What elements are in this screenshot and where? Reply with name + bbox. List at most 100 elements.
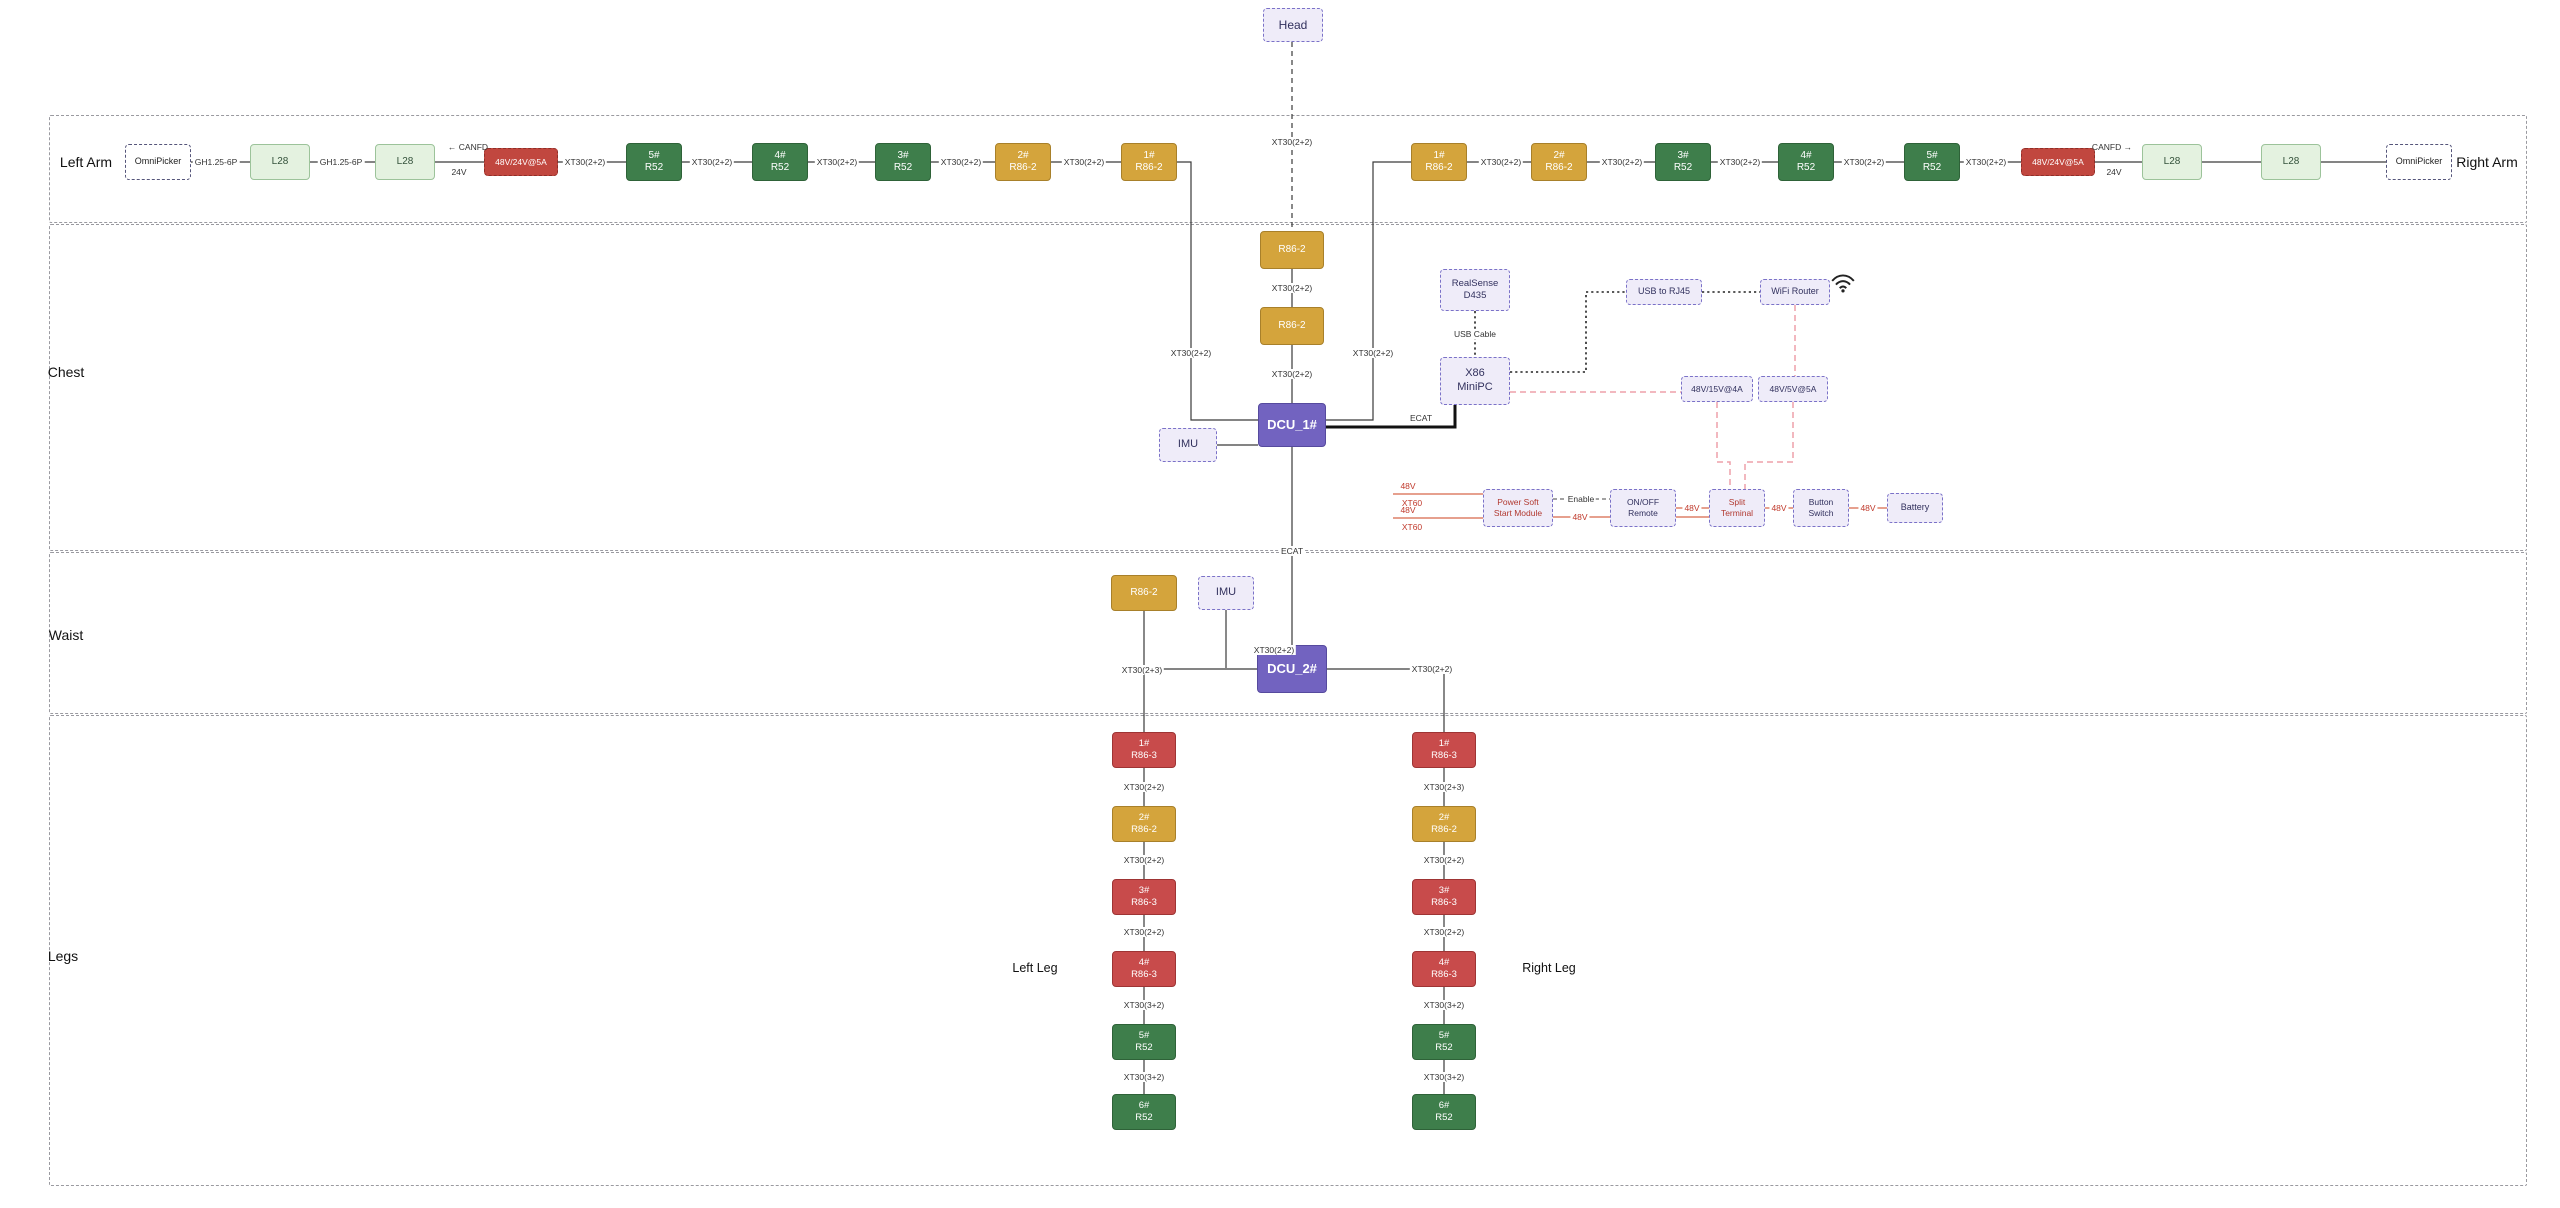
node-right-arm-motor-1: 1#R86-2 [1411,143,1467,181]
connector-label: XT30(2+2) [938,157,984,167]
node-dcdc-right-arm: 48V/24V@5A [2021,148,2095,176]
node-right-leg-motor-3-text: 3# [1438,885,1450,897]
node-right-leg-motor-3-text: R86-3 [1431,897,1457,908]
wifi-icon [1830,273,1856,293]
connector-label: XT30(2+2) [1121,855,1167,865]
node-left-leg-motor-5-text: R52 [1135,1042,1153,1053]
left-arm-to-dcu1 [1177,161,1258,421]
right-arm-to-dcu1 [1326,161,1411,421]
node-left-arm-motor-5-text: 5# [648,149,660,161]
node-battery-text: Battery [1900,502,1930,513]
connector-label: XT30(2+2) [1121,782,1167,792]
section-label-right-arm: Right Arm [2456,154,2518,170]
node-dcdc-15v: 48V/15V@4A [1681,376,1753,402]
connector-label: XT30(2+2) [1717,157,1763,167]
node-l28-right-inner: L28 [2142,144,2202,180]
node-left-arm-motor-5: 5#R52 [626,143,682,181]
node-left-arm-motor-1: 1#R86-2 [1121,143,1177,181]
node-left-leg-motor-2: 2#R86-2 [1112,806,1176,842]
node-left-leg-motor-5-text: 5# [1138,1030,1150,1042]
node-right-arm-motor-3-text: R52 [1673,162,1693,173]
node-l28-left-outer-text: L28 [271,155,289,167]
connector-label: 48V [1400,505,1416,515]
connector-label: XT30(2+2) [1421,855,1467,865]
connector-label: XT30(3+2) [1121,1072,1167,1082]
node-usb-to-rj45-text: USB to RJ45 [1637,286,1691,297]
node-dcu-2-text: DCU_2# [1267,660,1317,676]
connector-label: XT30(2+2) [1478,157,1524,167]
node-right-leg-motor-1-text: 1# [1438,738,1450,750]
node-left-leg-motor-2-text: R86-2 [1131,824,1157,835]
node-right-leg-motor-2-text: 2# [1438,812,1450,824]
connector-label: XT30(2+2) [1269,283,1315,293]
connector-label: XT30(3+2) [1421,1000,1467,1010]
node-split-terminal-text: Split [1728,497,1746,508]
node-omnipicker-left-text: OmniPicker [134,156,182,167]
dcdc15v-split-link [1716,402,1731,489]
node-right-leg-motor-5-text: R52 [1435,1042,1453,1053]
connector-label: XT60 [1401,522,1423,532]
node-omnipicker-right-text: OmniPicker [2395,156,2443,167]
connector-label: 48V [1400,481,1416,491]
node-right-arm-motor-5-text: R52 [1922,162,1942,173]
node-l28-right-outer: L28 [2261,144,2321,180]
node-waist-motor: R86-2 [1111,575,1177,611]
node-wifi-router-text: WiFi Router [1771,286,1819,297]
node-right-leg-motor-2-text: R86-2 [1431,824,1457,835]
node-right-leg-motor-2: 2#R86-2 [1412,806,1476,842]
connector-label: XT30(3+2) [1121,1000,1167,1010]
connector-label: XT30(2+2) [1599,157,1645,167]
node-right-arm-motor-1-text: 1# [1433,149,1445,161]
node-omnipicker-right: OmniPicker [2386,144,2452,180]
node-dcu-1-text: DCU_1# [1267,416,1317,432]
connector-label: XT30(2+2) [562,157,608,167]
node-right-leg-motor-6: 6#R52 [1412,1094,1476,1130]
connector-label: Enable [1565,494,1597,504]
node-waist-motor-text: R86-2 [1130,586,1158,598]
node-dcu-1: DCU_1# [1258,403,1326,447]
connector-label: XT30(2+2) [1061,157,1107,167]
connector-label: XT30(2+2) [1963,157,2009,167]
connector-label: GH1.25-6P [317,157,365,167]
node-left-leg-motor-6-text: 6# [1138,1100,1150,1112]
node-right-leg-motor-1-text: R86-3 [1431,750,1457,761]
node-right-arm-motor-3-text: 3# [1677,149,1689,161]
node-imu-chest: IMU [1159,428,1217,462]
node-left-arm-motor-3-text: R52 [893,162,913,173]
connector-label: 48V [1570,512,1590,522]
connector-label: XT30(2+2) [1269,137,1315,147]
node-right-leg-motor-4-text: R86-3 [1431,969,1457,980]
node-left-arm-motor-1-text: 1# [1143,149,1155,161]
node-left-leg-motor-4-text: R86-3 [1131,969,1157,980]
x86-rj45-link [1510,291,1626,373]
node-left-arm-motor-4-text: 4# [774,149,786,161]
node-right-arm-motor-4-text: R52 [1796,162,1816,173]
connector-label: XT30(3+2) [1421,1072,1467,1082]
node-right-arm-motor-2: 2#R86-2 [1531,143,1587,181]
node-x86-minipc-text: MiniPC [1457,381,1493,393]
node-left-leg-motor-6: 6#R52 [1112,1094,1176,1130]
node-split-terminal-text: Terminal [1720,508,1754,518]
node-dcdc-left-arm: 48V/24V@5A [484,148,558,176]
node-power-soft-start-text: Start Module [1493,508,1543,518]
connector-label: GH1.25-6P [192,157,240,167]
node-imu-waist-text: IMU [1215,586,1237,599]
node-chest-motor-upper: R86-2 [1260,231,1324,269]
node-left-leg-motor-3-text: R86-3 [1131,897,1157,908]
node-left-arm-motor-3: 3#R52 [875,143,931,181]
node-onoff-remote-text: ON/OFF [1626,497,1660,508]
connector-label: XT30(2+2) [1121,927,1167,937]
node-right-leg-motor-3: 3#R86-3 [1412,879,1476,915]
label-right-leg: Right Leg [1522,961,1576,975]
node-right-arm-motor-3: 3#R52 [1655,143,1711,181]
node-battery: Battery [1887,493,1943,523]
node-right-arm-motor-2-text: R86-2 [1545,162,1573,173]
node-right-leg-motor-5-text: 5# [1438,1030,1450,1042]
node-right-leg-motor-4-text: 4# [1438,957,1450,969]
node-omnipicker-left: OmniPicker [125,144,191,180]
connector-label: XT30(2+2) [814,157,860,167]
node-onoff-remote-text: Remote [1628,508,1658,518]
